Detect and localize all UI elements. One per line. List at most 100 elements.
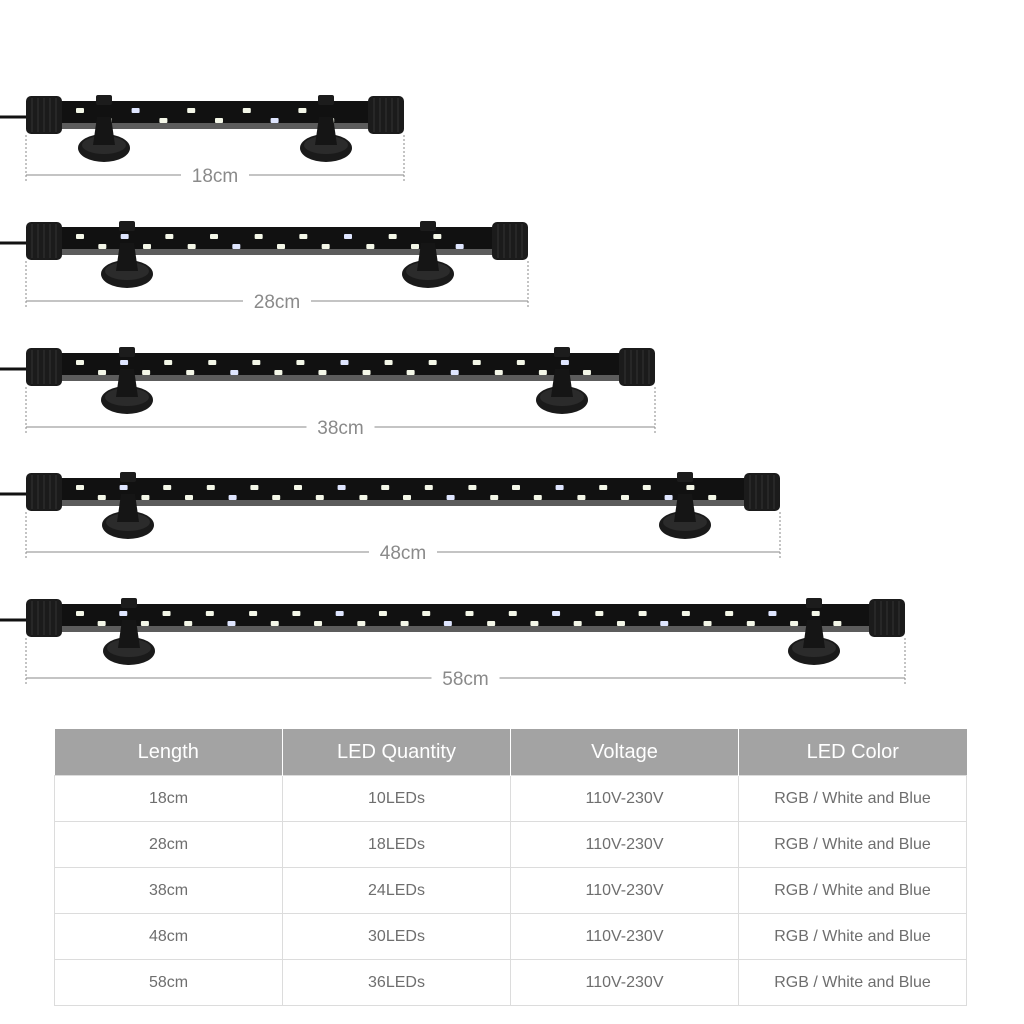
dimension-label: 48cm xyxy=(380,543,426,564)
led-chip xyxy=(433,234,442,239)
led-chip xyxy=(446,495,455,500)
led-chip xyxy=(686,485,695,490)
clip-stem xyxy=(417,243,439,271)
led-chip xyxy=(344,234,352,239)
led-chip xyxy=(378,611,387,616)
led-chip xyxy=(406,370,415,375)
table-row: 48cm 30LEDs 110V-230V RGB / White and Bl… xyxy=(54,913,967,960)
led-chip xyxy=(119,611,128,616)
tube-reflection xyxy=(56,123,374,129)
led-chip xyxy=(560,360,569,365)
led-chip xyxy=(165,234,174,239)
led-chip xyxy=(187,108,196,113)
cell-led-quantity: 24LEDs xyxy=(282,867,511,914)
led-chip xyxy=(573,621,582,626)
led-chip xyxy=(274,370,283,375)
led-chip xyxy=(292,611,301,616)
led-chip xyxy=(768,611,777,616)
cell-led-color: RGB / White and Blue xyxy=(738,775,967,822)
led-chip xyxy=(119,485,128,490)
led-chip xyxy=(314,621,323,626)
clip-top xyxy=(96,95,112,105)
led-chip xyxy=(490,495,499,500)
led-chip xyxy=(403,495,411,500)
led-chip xyxy=(660,621,669,626)
clip-stem xyxy=(116,369,138,397)
led-bar-48cm: 48cm xyxy=(0,472,781,564)
led-chip xyxy=(388,234,397,239)
led-chip xyxy=(357,621,366,626)
led-bar-58cm: 58cm xyxy=(0,598,906,690)
led-chip xyxy=(187,244,196,249)
led-chip xyxy=(599,485,608,490)
led-chip xyxy=(163,485,172,490)
clip-top xyxy=(420,221,436,231)
led-chip xyxy=(76,485,84,490)
header-led-color: LED Color xyxy=(738,729,967,776)
spec-table: Length LED Quantity Voltage LED Color 18… xyxy=(54,729,967,1006)
cell-length: 28cm xyxy=(54,821,283,868)
led-chip xyxy=(443,621,452,626)
led-chip xyxy=(184,621,193,626)
cell-voltage: 110V-230V xyxy=(510,821,739,868)
cell-led-quantity: 10LEDs xyxy=(282,775,511,822)
clip-stem xyxy=(93,117,115,145)
led-chip xyxy=(833,621,842,626)
led-bar-28cm: 28cm xyxy=(0,221,529,313)
clip-top xyxy=(806,598,822,608)
led-chip xyxy=(340,360,349,365)
led-chip xyxy=(270,118,279,123)
led-chip xyxy=(296,360,305,365)
cell-length: 48cm xyxy=(54,913,283,960)
led-chip xyxy=(270,621,279,626)
table-row: 28cm 18LEDs 110V-230V RGB / White and Bl… xyxy=(54,821,967,868)
clip-top xyxy=(119,221,135,231)
led-chip xyxy=(294,485,302,490)
led-chip xyxy=(227,621,236,626)
led-chip xyxy=(164,360,173,365)
led-chip xyxy=(142,370,151,375)
led-chip xyxy=(465,611,474,616)
led-chip xyxy=(703,621,712,626)
header-length: Length xyxy=(54,729,283,776)
led-chip xyxy=(552,611,561,616)
led-chip xyxy=(272,495,281,500)
led-chip xyxy=(318,370,327,375)
led-chip xyxy=(381,485,390,490)
led-chip xyxy=(250,485,259,490)
clip-top xyxy=(120,472,136,482)
led-chip xyxy=(366,244,375,249)
led-chip xyxy=(516,360,525,365)
led-chip xyxy=(621,495,629,500)
led-chip xyxy=(76,360,84,365)
led-chip xyxy=(335,611,344,616)
led-chip xyxy=(321,244,330,249)
led-chip xyxy=(487,621,496,626)
led-chip xyxy=(422,611,431,616)
clip-stem xyxy=(117,494,139,522)
cell-voltage: 110V-230V xyxy=(510,913,739,960)
tube-reflection xyxy=(56,249,498,255)
led-bar-18cm: 18cm xyxy=(0,95,405,187)
led-chip xyxy=(428,360,437,365)
led-chip xyxy=(538,370,547,375)
clip-stem xyxy=(116,243,138,271)
led-chip xyxy=(298,108,307,113)
led-chip xyxy=(359,495,368,500)
led-chip xyxy=(162,611,171,616)
led-chip xyxy=(384,360,393,365)
led-chip xyxy=(254,234,263,239)
led-chip xyxy=(455,244,464,249)
led-chip xyxy=(337,485,346,490)
tube-reflection xyxy=(56,375,625,381)
led-chip xyxy=(97,621,106,626)
led-chip xyxy=(131,108,140,113)
led-chip xyxy=(681,611,690,616)
led-chip xyxy=(252,360,261,365)
cell-led-quantity: 36LEDs xyxy=(282,959,511,1006)
led-chip xyxy=(205,611,214,616)
dimension-label: 18cm xyxy=(192,166,238,187)
led-chip xyxy=(595,611,604,616)
led-chip xyxy=(642,485,651,490)
